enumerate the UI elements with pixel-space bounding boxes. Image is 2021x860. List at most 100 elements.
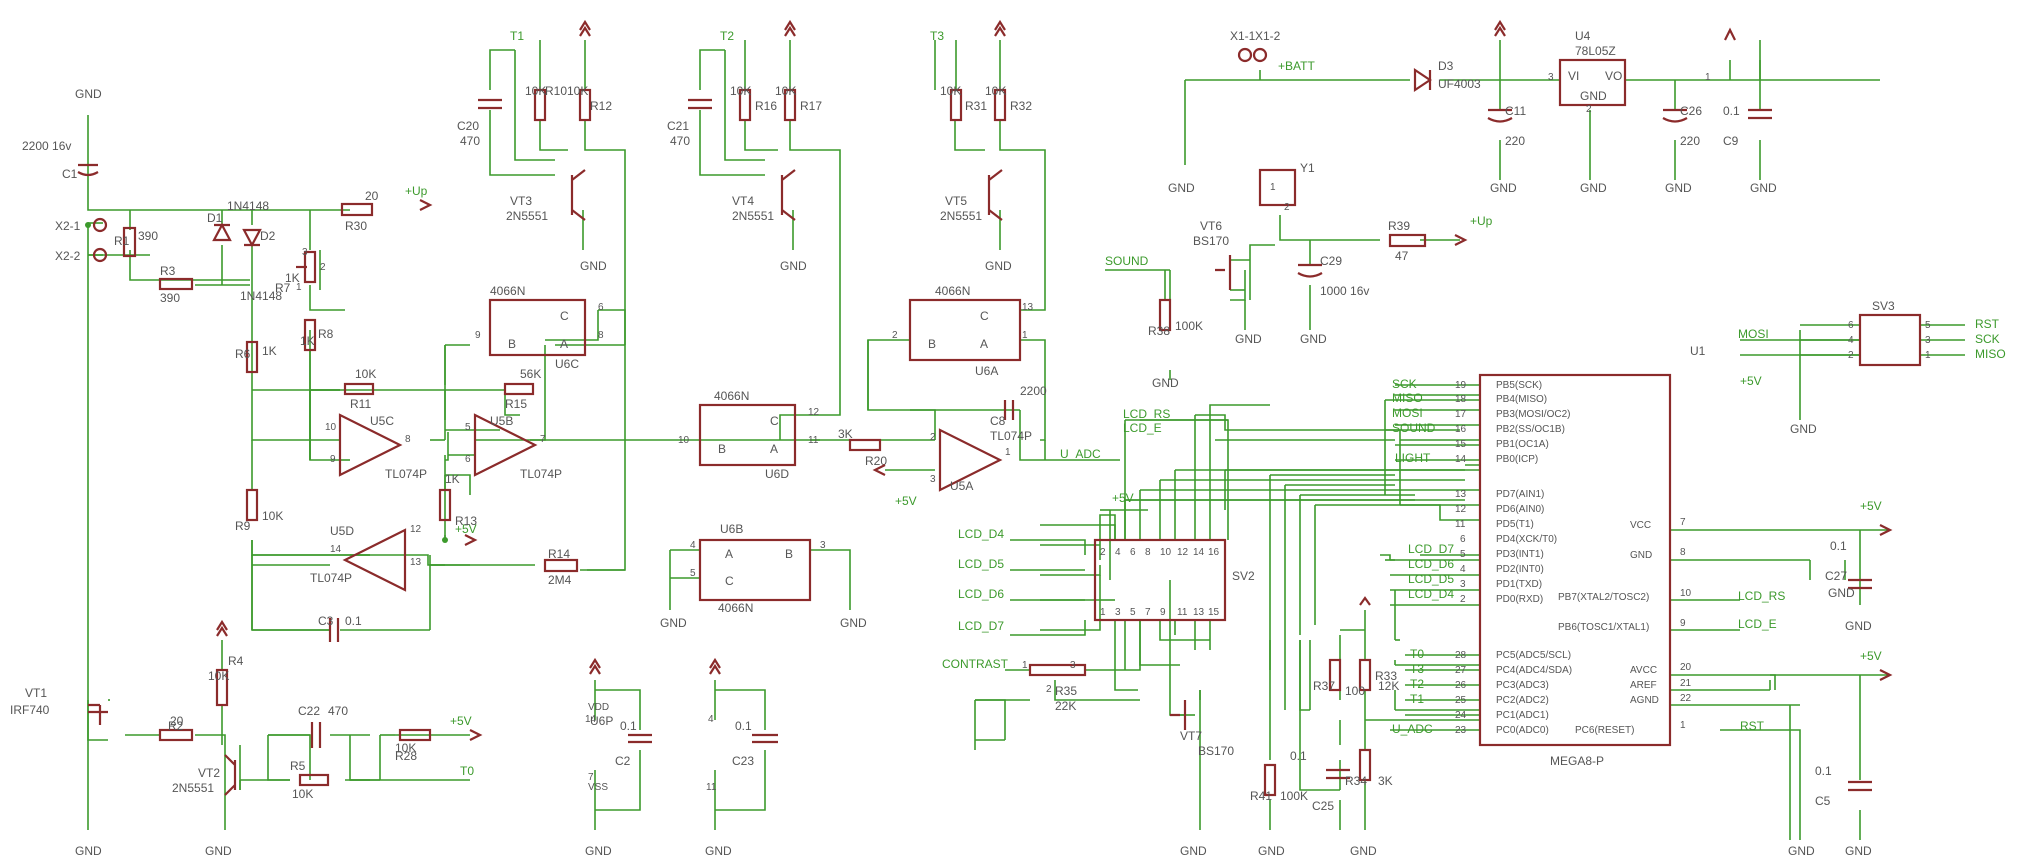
- pin-number: 3: [1925, 335, 1931, 346]
- ic-value: MEGA8-P: [1550, 754, 1604, 768]
- switch-pin: C: [725, 574, 734, 588]
- transistor-label: VT6: [1200, 219, 1222, 233]
- ic-label: U1: [1690, 344, 1706, 358]
- resistor-value: 1K: [445, 472, 460, 486]
- mcu-pin-number: 25: [1455, 695, 1467, 706]
- mcu-pin-number: 28: [1455, 650, 1467, 661]
- capacitor-label: C11: [1505, 104, 1526, 118]
- pin-number: 12: [808, 407, 820, 418]
- capacitor-value: 470: [328, 704, 348, 718]
- pin-number: 1: [1705, 72, 1711, 83]
- mcu-pin-name: PB5(SCK): [1496, 380, 1542, 391]
- pin-number: 5: [465, 422, 471, 433]
- mcu-pin-number: 4: [1460, 564, 1466, 575]
- resistor-label: R17: [800, 99, 822, 113]
- gnd-label: GND: [1235, 332, 1262, 346]
- mcu-pin-number: 24: [1455, 710, 1467, 721]
- pin-number: 14: [585, 714, 597, 725]
- ic-value: 4066N: [490, 284, 525, 298]
- mcu-pin-name: PD1(TXD): [1496, 579, 1542, 590]
- pin-number: 8: [598, 330, 604, 341]
- transistor-label: VT2: [198, 766, 220, 780]
- gnd-label: GND: [780, 259, 807, 273]
- transistor-value: 2N5551: [172, 781, 214, 795]
- pin-number: 5: [1130, 607, 1136, 618]
- ic-value: TL074P: [520, 467, 562, 481]
- mcu-pin-number: 15: [1455, 439, 1467, 450]
- mcu-pin-name: PB4(MISO): [1496, 394, 1547, 405]
- gnd-label: GND: [1490, 181, 1517, 195]
- wires: [87, 40, 1965, 840]
- net-label: LCD_D4: [958, 527, 1004, 541]
- mcu-pin-number: 7: [1680, 517, 1686, 528]
- resistor-value: 100K: [1175, 319, 1203, 333]
- capacitor-label: C26: [1680, 104, 1702, 118]
- pin-number: 1: [1005, 447, 1011, 458]
- mcu-pin-name: PB1(OC1A): [1496, 439, 1549, 450]
- mcu-pin-number: 16: [1455, 424, 1467, 435]
- net-label: LCD_D6: [1408, 557, 1454, 571]
- components: [77, 47, 1922, 797]
- resistor-label: R12: [590, 99, 612, 113]
- resistor-value: 1K: [300, 334, 315, 348]
- ic-label: U4: [1575, 29, 1591, 43]
- capacitor-label: C22: [298, 704, 320, 718]
- pin-number: 2: [1100, 547, 1106, 558]
- pin-number: 4: [690, 540, 696, 551]
- mcu-pin-name: PC5(ADC5/SCL): [1496, 650, 1571, 661]
- connector-label: SV2: [1232, 569, 1255, 583]
- ic-label: U6D: [765, 467, 789, 481]
- mcu-pin-name: PD4(XCK/T0): [1496, 534, 1557, 545]
- net-label: MISO: [1975, 347, 2006, 361]
- resistor-label: R8: [318, 327, 334, 341]
- ic-value: TL074P: [990, 429, 1032, 443]
- resistor-value: 390: [138, 229, 158, 243]
- pin-number: 6: [598, 302, 604, 313]
- mcu-pin-name: PB2(SS/OC1B): [1496, 424, 1565, 435]
- capacitor-value: 470: [670, 134, 690, 148]
- switch-pin: B: [718, 442, 726, 456]
- ic-value: TL074P: [385, 467, 427, 481]
- supply-label: +BATT: [1278, 59, 1315, 73]
- mcu-pin-name: PB0(ICP): [1496, 454, 1538, 465]
- switch-pin: C: [770, 414, 779, 428]
- resistor-value: 10K: [292, 787, 313, 801]
- net-label: LCD_RS: [1738, 589, 1785, 603]
- supply-label: +5V: [1112, 491, 1134, 505]
- resistor-value: 20: [170, 714, 184, 728]
- pin-number: 7: [540, 434, 546, 445]
- resistor-label: R3: [160, 264, 176, 278]
- capacitor-label: C23: [732, 754, 754, 768]
- net-label: MOSI: [1392, 406, 1423, 420]
- supply-label: +Up: [1470, 214, 1493, 228]
- resistor-label: R33: [1375, 669, 1397, 683]
- pin-number: 7: [588, 772, 594, 783]
- mcu-pin-number: 22: [1680, 693, 1692, 704]
- net-label: RST: [1740, 719, 1765, 733]
- switch-pin: A: [560, 337, 568, 351]
- gnd-label: GND: [1750, 181, 1777, 195]
- resistor-value: 100: [1345, 684, 1365, 698]
- net-label: LIGHT: [1395, 451, 1431, 465]
- pin-number: 8: [405, 434, 411, 445]
- mcu-pin-name: PC0(ADC0): [1496, 725, 1549, 736]
- pin-number: 16: [1208, 547, 1220, 558]
- resistor-value: 10K: [395, 741, 416, 755]
- resistor-label: R34: [1345, 774, 1367, 788]
- ic-value: 4066N: [935, 284, 970, 298]
- mcu-pin-name: GND: [1630, 550, 1652, 561]
- resistor-value: 56K: [520, 367, 541, 381]
- resistor-value: 47: [1395, 249, 1409, 263]
- ic-label: U5C: [370, 414, 394, 428]
- gnd-label: GND: [1180, 844, 1207, 858]
- switch-pin: A: [725, 547, 733, 561]
- capacitor-value: 220: [1505, 134, 1525, 148]
- mcu-pin-name: PB6(TOSC1/XTAL1): [1558, 622, 1649, 633]
- pin-number: 6: [1130, 547, 1136, 558]
- pin-number: 1: [1022, 660, 1028, 671]
- resistor-value: 3K: [1378, 774, 1393, 788]
- net-label: SCK: [1392, 377, 1417, 391]
- connector-label: X1-2: [1255, 29, 1281, 43]
- pin-number: 2: [1848, 350, 1854, 361]
- net-label: MOSI: [1738, 327, 1769, 341]
